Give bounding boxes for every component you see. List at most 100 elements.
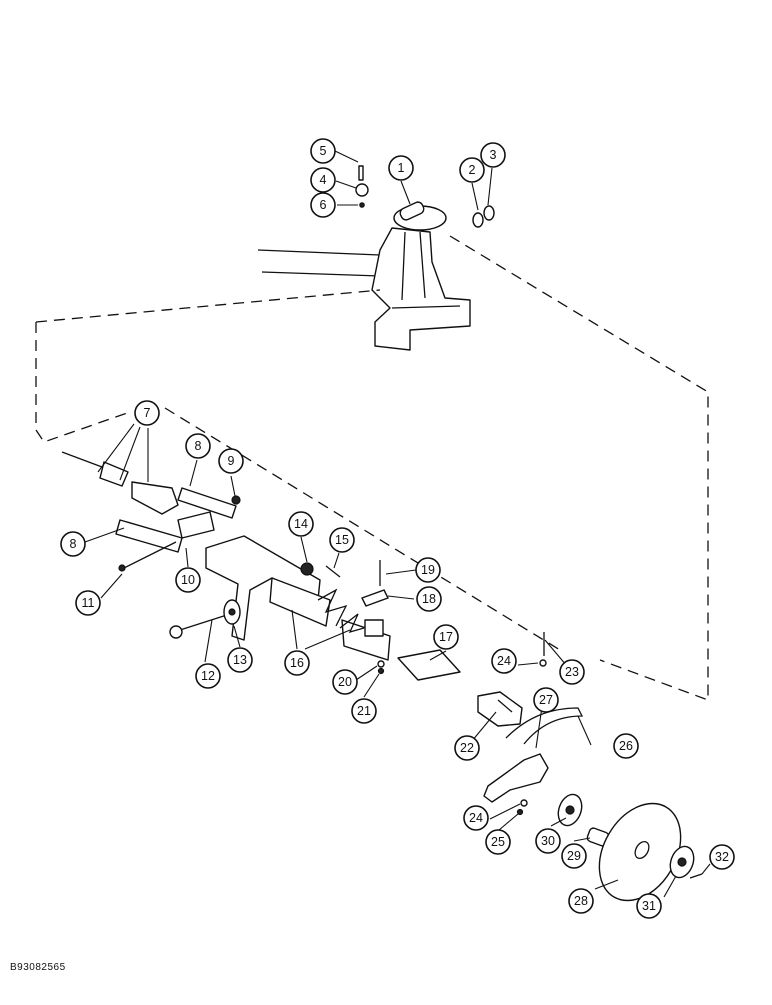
callout-2: 2 [459, 157, 485, 183]
callout-label: 17 [439, 630, 453, 644]
callout-label: 11 [82, 596, 95, 610]
callout-19: 19 [415, 557, 441, 583]
pin-32 [689, 873, 703, 879]
callout-label: 16 [290, 656, 304, 670]
nut-24-lower [520, 799, 528, 807]
callout-label: 10 [181, 573, 195, 587]
callout-label: 8 [70, 537, 77, 551]
callout-label: 28 [574, 894, 588, 908]
callout-label: 14 [294, 517, 308, 531]
callout-label: 19 [421, 563, 435, 577]
callout-17: 17 [433, 624, 459, 650]
callout-label: 9 [228, 454, 235, 468]
callout-13: 13 [227, 647, 253, 673]
washer-20 [377, 660, 385, 668]
washer-small [359, 202, 365, 208]
toolbar-frame [257, 205, 471, 351]
callout-label: 7 [144, 406, 151, 420]
callout-label: 22 [460, 741, 474, 755]
callout-9: 9 [218, 448, 244, 474]
callout-24: 24 [491, 648, 517, 674]
callout-label: 25 [491, 835, 505, 849]
nut-21 [377, 667, 385, 675]
callout-14: 14 [288, 511, 314, 537]
nut [355, 183, 369, 197]
callout-7: 7 [134, 400, 160, 426]
callout-label: 27 [539, 693, 553, 707]
shank [477, 691, 523, 727]
pivot-bolt-head [169, 625, 183, 639]
link-plate-lower [115, 519, 183, 553]
callout-label: 24 [469, 811, 483, 825]
pivot-bolt [179, 613, 231, 631]
callout-label: 29 [567, 849, 581, 863]
bolt-head [118, 564, 126, 572]
spring-rod-assembly [61, 451, 179, 515]
callout-12: 12 [195, 663, 221, 689]
nut-24-upper [539, 659, 547, 667]
callout-label: 4 [320, 173, 327, 187]
callout-16: 16 [284, 650, 310, 676]
square-socket [364, 619, 384, 637]
callout-25: 25 [485, 829, 511, 855]
callout-10: 10 [175, 567, 201, 593]
callout-15: 15 [329, 527, 355, 553]
grease-nut [300, 562, 314, 576]
arm-mount [205, 535, 321, 641]
bracket-detail [391, 231, 461, 309]
callout-22: 22 [454, 735, 480, 761]
callout-20: 20 [332, 669, 358, 695]
callout-31: 31 [636, 893, 662, 919]
callout-3: 3 [480, 142, 506, 168]
callout-label: 18 [422, 592, 436, 606]
callout-1: 1 [388, 155, 414, 181]
callout-label: 2 [469, 163, 476, 177]
link-bolt [123, 541, 177, 569]
assembly-reference-dashes [35, 235, 709, 701]
drawing-code: B93082565 [10, 962, 66, 973]
callout-label: 30 [541, 834, 555, 848]
hub-bore-30 [565, 805, 575, 815]
spring-bracket [131, 481, 179, 515]
callout-label: 21 [357, 704, 371, 718]
callout-label: 3 [490, 148, 497, 162]
callout-8: 8 [60, 531, 86, 557]
scraper-plate [397, 649, 461, 681]
callout-6: 6 [310, 192, 336, 218]
mounting-bracket [371, 227, 471, 351]
arm-tube [269, 577, 331, 627]
callout-label: 23 [565, 665, 579, 679]
callout-27: 27 [533, 687, 559, 713]
cotter-pin [358, 165, 364, 181]
callout-4: 4 [310, 167, 336, 193]
callout-label: 1 [398, 161, 405, 175]
callout-5: 5 [310, 138, 336, 164]
callout-label: 24 [497, 654, 511, 668]
disc-center [634, 840, 650, 860]
callout-21: 21 [351, 698, 377, 724]
callout-label: 32 [715, 850, 729, 864]
callout-label: 31 [642, 899, 656, 913]
clip-18 [361, 589, 389, 607]
callout-label: 26 [619, 739, 633, 753]
shank-break [497, 699, 513, 713]
callout-30: 30 [535, 828, 561, 854]
callout-8: 8 [185, 433, 211, 459]
hub-bore-31 [677, 857, 687, 867]
disc-bracket [483, 753, 549, 803]
curved-scraper [505, 707, 584, 745]
callout-24: 24 [463, 805, 489, 831]
roll-pin [325, 565, 341, 578]
pin-body [399, 201, 425, 221]
lock-nut [231, 495, 241, 505]
callout-label: 8 [195, 439, 202, 453]
callout-label: 15 [335, 533, 349, 547]
callout-26: 26 [613, 733, 639, 759]
callout-label: 5 [320, 144, 327, 158]
washer-25 [516, 808, 524, 816]
break-lines [317, 588, 365, 634]
washer-3 [483, 205, 495, 221]
